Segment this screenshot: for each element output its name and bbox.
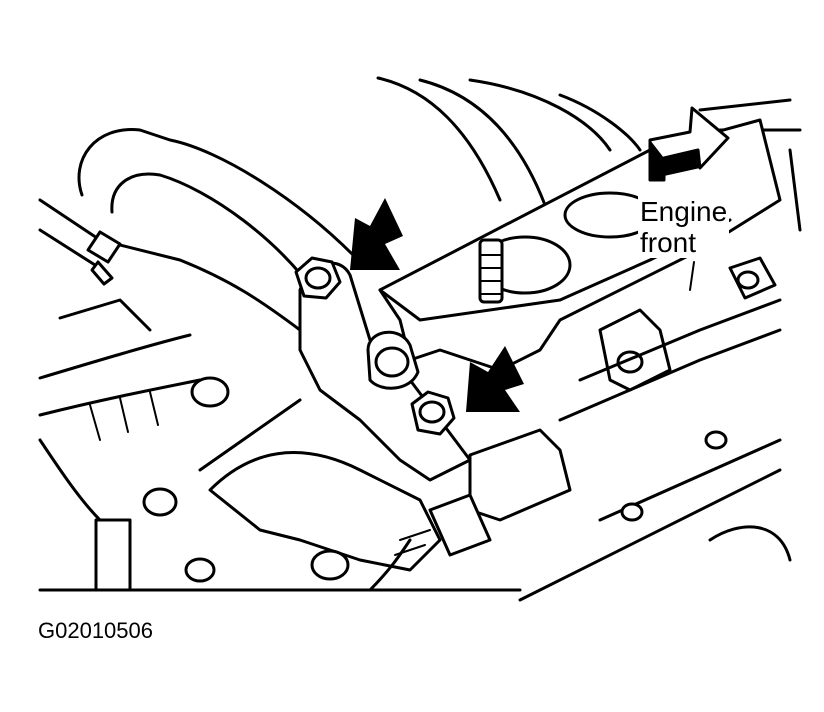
hose-clamp [86,230,122,286]
figure-code: G02010506 [38,618,153,643]
engine-front-label-line2: front [640,227,697,258]
coolant-hose [38,128,362,332]
bolt-pointer-arrow-lower [466,346,524,412]
label-leader-line [689,261,695,291]
bolt-upper [294,256,342,300]
bolt-bracket-eye [366,330,420,390]
engine-front-direction-arrow [648,106,730,182]
lower-right-details [620,430,792,562]
misc-bolts [94,376,350,592]
engine-front-label: Engine front [638,196,730,258]
sensor-connector [368,428,572,592]
bolt-lower [410,390,456,436]
bolt-pointer-arrow-upper [350,198,403,270]
lower-hose [38,298,202,522]
stud-bolt [478,238,504,304]
engine-front-label-line1: Engine [640,196,728,227]
